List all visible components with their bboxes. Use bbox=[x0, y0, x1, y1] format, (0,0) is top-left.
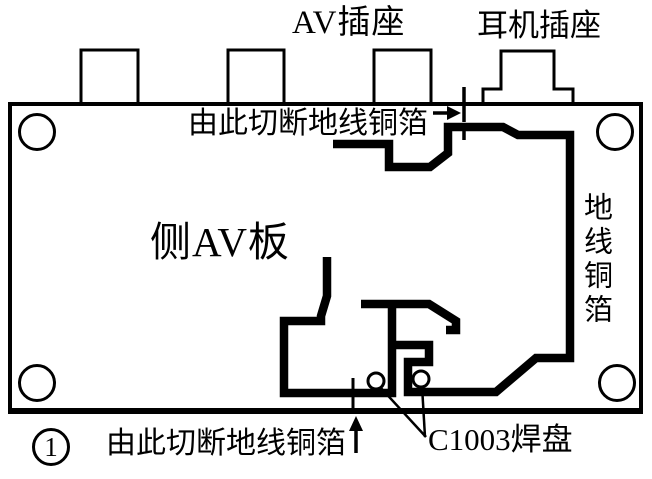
board-title: 侧AV板 bbox=[150, 219, 290, 265]
ground-foil-trace-stem bbox=[279, 257, 397, 398]
ground-foil-trace-main bbox=[333, 122, 575, 397]
pad-pointer-line-left bbox=[379, 386, 427, 438]
ground-foil-label: 地线铜箔 bbox=[579, 192, 612, 328]
connector-tab-1 bbox=[79, 48, 140, 104]
mounting-hole-bottom-left bbox=[18, 364, 56, 402]
ground-foil-trace-hook bbox=[361, 299, 461, 335]
arrow-up-icon bbox=[349, 416, 363, 453]
cut-instruction-bottom-label: 由此切断地线铜箔 bbox=[106, 427, 346, 460]
mounting-hole-top-left bbox=[18, 113, 56, 151]
connector-tab-headphone-socket bbox=[481, 49, 575, 104]
mounting-hole-top-right bbox=[596, 113, 634, 151]
pad-pointer-line-right bbox=[420, 385, 427, 438]
solder-pad-right bbox=[411, 369, 431, 389]
mounting-hole-bottom-right bbox=[598, 364, 636, 402]
cut-instruction-top-label: 由此切断地线铜箔 bbox=[188, 107, 428, 140]
av-socket-label: AV插座 bbox=[292, 5, 406, 41]
solder-pad-left bbox=[366, 371, 386, 391]
figure-number-badge: 1 bbox=[32, 428, 70, 466]
connector-tab-av-socket bbox=[372, 48, 433, 104]
arrow-right-icon bbox=[433, 106, 461, 120]
c1003-pad-label: C1003焊盘 bbox=[428, 422, 573, 457]
connector-tab-2 bbox=[226, 48, 286, 104]
headphone-socket-label: 耳机插座 bbox=[477, 8, 601, 43]
